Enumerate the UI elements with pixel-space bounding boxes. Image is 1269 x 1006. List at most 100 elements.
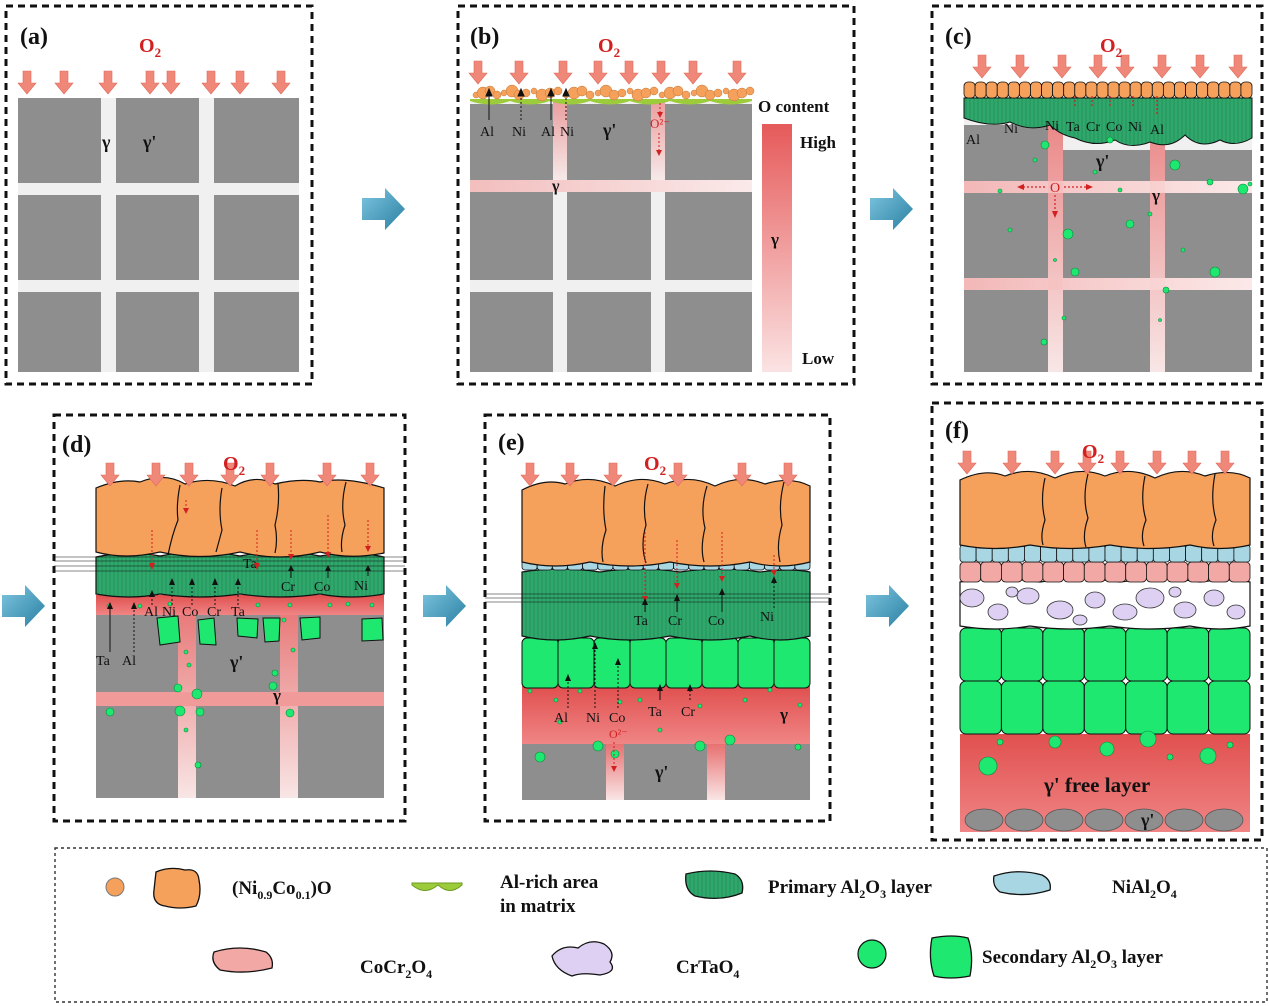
cocr2o4-grain xyxy=(1083,561,1106,583)
al2o3-particle xyxy=(1125,219,1135,229)
crtao4-particle xyxy=(987,603,1009,621)
cocr2o4-grain xyxy=(1063,561,1085,583)
al2o3-particle xyxy=(553,697,559,703)
primary-al2o3-layer xyxy=(521,568,811,641)
secondary-al2o3-islands xyxy=(156,615,384,646)
flow-arrow-icon xyxy=(870,188,913,230)
cocr2o4-grain xyxy=(959,561,982,583)
nio-particle-icon xyxy=(105,877,125,897)
o2-arrow-icon xyxy=(140,70,160,95)
scale-high: High xyxy=(800,133,836,152)
al2o3-particle xyxy=(694,740,706,752)
al2o3-particle xyxy=(1169,159,1181,171)
o2-arrow-icon xyxy=(1002,450,1022,475)
cocr2o4-grain xyxy=(1187,561,1209,583)
panel-frames xyxy=(4,4,1264,842)
crtao4-particle xyxy=(1173,601,1197,619)
nio-grain xyxy=(985,81,998,99)
legend-crta-label: CrTaO4 xyxy=(676,957,739,981)
panel-a: (a) O2 γ γ' xyxy=(17,24,299,372)
secondary-al2o3-grain xyxy=(1208,680,1251,735)
gamma-label: γ xyxy=(1151,186,1160,205)
gamma-prime-particle xyxy=(1124,808,1164,832)
gamma-label: γ xyxy=(551,178,560,195)
secondary-al2o3-grain xyxy=(737,637,775,689)
o2-arrow-icon xyxy=(220,462,240,487)
primary-al2o3-icon xyxy=(685,870,744,900)
o2-arrow-icon xyxy=(651,60,671,85)
nio-grain xyxy=(1074,81,1087,99)
o2-arrow-icon xyxy=(260,462,280,487)
crtao4-icon xyxy=(551,941,614,977)
o2-label: O2 xyxy=(139,35,161,60)
secondary-al2o3-grain xyxy=(521,637,559,689)
al2o3-particle xyxy=(173,683,183,693)
secondary-al2o3-grain xyxy=(1166,680,1210,735)
svg-text:Cr: Cr xyxy=(668,614,682,629)
o2-arrow-icon xyxy=(230,70,250,95)
nio-grain xyxy=(963,81,976,99)
svg-text:Cr: Cr xyxy=(207,605,221,620)
svg-text:Co: Co xyxy=(1106,120,1122,135)
cocr2o4-grain xyxy=(1104,561,1127,583)
o2-arrow-icon xyxy=(1190,54,1210,79)
secondary-al2o3-grain xyxy=(959,627,1002,682)
secondary-al2o3-layer xyxy=(959,627,1251,735)
svg-text:Al: Al xyxy=(122,654,136,669)
al2o3-particle xyxy=(1180,247,1186,253)
crtao4-particle xyxy=(1072,614,1088,626)
nial2o4-grain xyxy=(1104,544,1122,563)
nio-grain xyxy=(1107,81,1120,99)
al2o3-particle xyxy=(767,687,773,693)
crtao4-particle xyxy=(959,588,985,608)
o2-arrow-icon xyxy=(161,70,181,95)
al2o3-particle xyxy=(1092,169,1098,175)
cocr2o4-grain xyxy=(1228,561,1251,583)
o2-arrow-icon xyxy=(1215,450,1235,475)
lower-element-labels: Al Ni Co Ta Cr xyxy=(554,705,695,726)
nio-grain xyxy=(996,81,1009,99)
al2o3-particle xyxy=(1158,318,1162,322)
al2o3-particle xyxy=(1007,227,1013,233)
nio-grain xyxy=(1018,81,1031,99)
nio-grain xyxy=(1085,81,1098,99)
nio-scale xyxy=(521,478,811,567)
o2-arrow-icon xyxy=(317,462,337,487)
upper-element-labels: Ta Cr Co Ni xyxy=(634,610,774,629)
crtao4-particle xyxy=(1226,604,1246,620)
al2o3-particle xyxy=(271,669,279,677)
gamma-prime-label: γ' xyxy=(1140,810,1154,830)
secondary-al2o3-grain xyxy=(1208,627,1251,682)
al2o3-particle xyxy=(794,743,802,751)
scale-low: Low xyxy=(802,349,835,368)
svg-text:Ta: Ta xyxy=(96,654,111,669)
svg-text:Al: Al xyxy=(966,133,980,148)
panel-b: (b) O2 O content High Low γ γ γ' Al Ni A… xyxy=(468,24,836,372)
o2-arrow-icon xyxy=(468,60,488,85)
o2-arrow-icon xyxy=(1077,450,1097,475)
al2o3-particle xyxy=(186,662,192,668)
gamma-prime-label: γ' xyxy=(1095,151,1109,171)
panel-e: (e) O2 Ta Cr Co Ni Al Ni Co Ta Cr γ γ' O… xyxy=(485,430,830,800)
legend-primary-label: Primary Al2O3 layer xyxy=(768,877,933,901)
o2-arrow-icon xyxy=(17,70,37,95)
al2o3-particle xyxy=(174,705,186,717)
al2o3-particle xyxy=(724,734,736,746)
nio-particle xyxy=(672,85,684,97)
panel-d: (d) O2 Ta Cr Co Ni Al Ni Co Cr Ta Ta Al … xyxy=(54,432,405,798)
o2-arrow-icon xyxy=(553,60,573,85)
nio-grain xyxy=(1196,81,1209,99)
gamma-prime-particle xyxy=(1004,808,1044,832)
svg-text:Ni: Ni xyxy=(354,579,368,594)
svg-text:Al: Al xyxy=(480,125,494,140)
svg-text:Cr: Cr xyxy=(1086,120,1100,135)
al2o3-particle xyxy=(1162,286,1170,294)
nio-particle xyxy=(608,89,620,101)
o2-arrows xyxy=(957,450,1235,475)
al2o3-particle xyxy=(1106,136,1114,144)
secondary-al2o3-layer xyxy=(521,637,811,689)
al2o3-particle xyxy=(617,699,623,705)
al2o3-particle xyxy=(1061,315,1067,321)
secondary-al2o3-grain xyxy=(1083,627,1127,682)
al2o3-particle xyxy=(1147,211,1153,217)
